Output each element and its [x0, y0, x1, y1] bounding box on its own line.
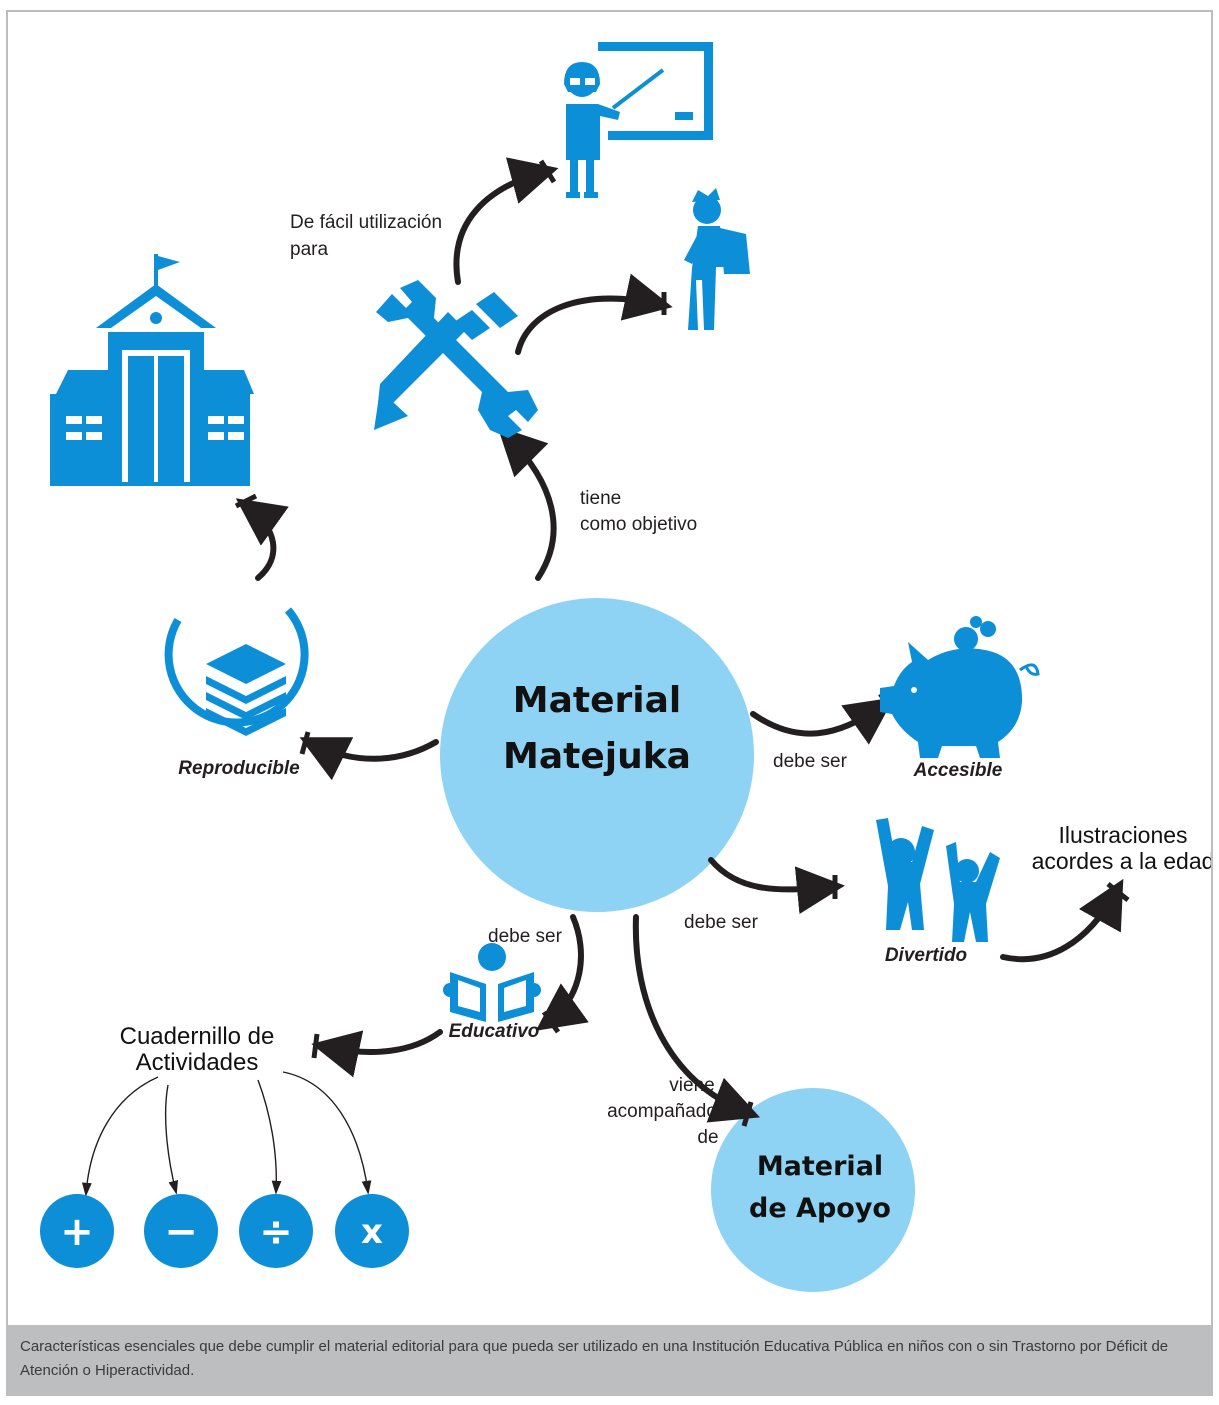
arrow-to-teacher — [453, 157, 559, 285]
svg-text:−: − — [164, 1209, 198, 1255]
operator-minus: − — [144, 1194, 218, 1268]
arrow-to-tools — [497, 426, 557, 581]
support-title-line1: Material — [757, 1151, 883, 1182]
label-facil-line1: De fácil utilización — [290, 212, 442, 233]
teacher-board-icon — [564, 42, 713, 198]
node-ilustraciones-line2: acordes a la edad — [1032, 848, 1211, 874]
operator-divide: ÷ — [239, 1194, 313, 1268]
piggy-bank-icon — [880, 616, 1040, 758]
node-ilustraciones-line1: Ilustraciones — [1058, 822, 1187, 848]
label-acompanado-line1: viene — [669, 1075, 714, 1096]
children-jumping-icon — [876, 818, 1000, 942]
label-debe-ser-divertido: debe ser — [684, 912, 759, 933]
arrow-to-cuadernillo — [311, 1029, 443, 1078]
node-cuadernillo-line1: Cuadernillo de — [120, 1023, 275, 1050]
node-accesible-label: Accesible — [913, 760, 1003, 781]
node-reproducible-label: Reproducible — [178, 758, 300, 779]
arrow-to-school — [235, 498, 289, 581]
label-objetivo-line2: como objetivo — [580, 514, 697, 535]
stacked-layers-icon — [164, 607, 309, 736]
svg-text:÷: ÷ — [259, 1209, 293, 1255]
arrow-to-reproducible — [299, 737, 439, 781]
support-title-line2: de Apoyo — [749, 1193, 891, 1224]
svg-text:+: + — [60, 1209, 94, 1255]
arrow-to-divertido — [708, 857, 845, 915]
label-acompanado-line3: de — [697, 1127, 718, 1148]
central-circle — [440, 598, 754, 912]
arrow-to-ilustraciones — [1000, 878, 1124, 963]
concept-map: Material Matejuka Material de Apoyo — [40, 42, 1211, 1292]
node-divertido-label: Divertido — [885, 945, 967, 966]
operator-arrows — [81, 1071, 372, 1197]
central-title-line1: Material — [513, 680, 681, 721]
operator-multiply: x — [335, 1194, 409, 1268]
arrow-to-support — [632, 914, 760, 1123]
figure-frame: Material Matejuka Material de Apoyo — [6, 10, 1213, 1396]
central-title-line2: Matejuka — [503, 736, 691, 777]
figure-caption: Características esenciales que debe cump… — [8, 1325, 1211, 1394]
arrow-to-accesible — [750, 697, 895, 745]
node-educativo-label: Educativo — [449, 1021, 540, 1042]
arrow-to-student — [515, 273, 673, 355]
operator-plus: + — [40, 1194, 114, 1268]
label-objetivo-line1: tiene — [580, 488, 621, 509]
support-circle — [711, 1088, 915, 1292]
label-acompanado-line2: acompañado — [607, 1101, 717, 1122]
label-debe-ser-educativo: debe ser — [488, 926, 563, 947]
tools-icon — [374, 280, 538, 438]
arrow-to-educativo — [535, 914, 589, 1031]
label-facil-line2: para — [290, 239, 328, 260]
student-backpack-icon — [684, 188, 750, 330]
node-cuadernillo-line2: Actividades — [136, 1049, 259, 1076]
school-icon — [50, 254, 254, 486]
label-debe-ser-accesible: debe ser — [773, 751, 848, 772]
svg-text:x: x — [361, 1212, 383, 1252]
reading-book-icon — [443, 943, 541, 1022]
